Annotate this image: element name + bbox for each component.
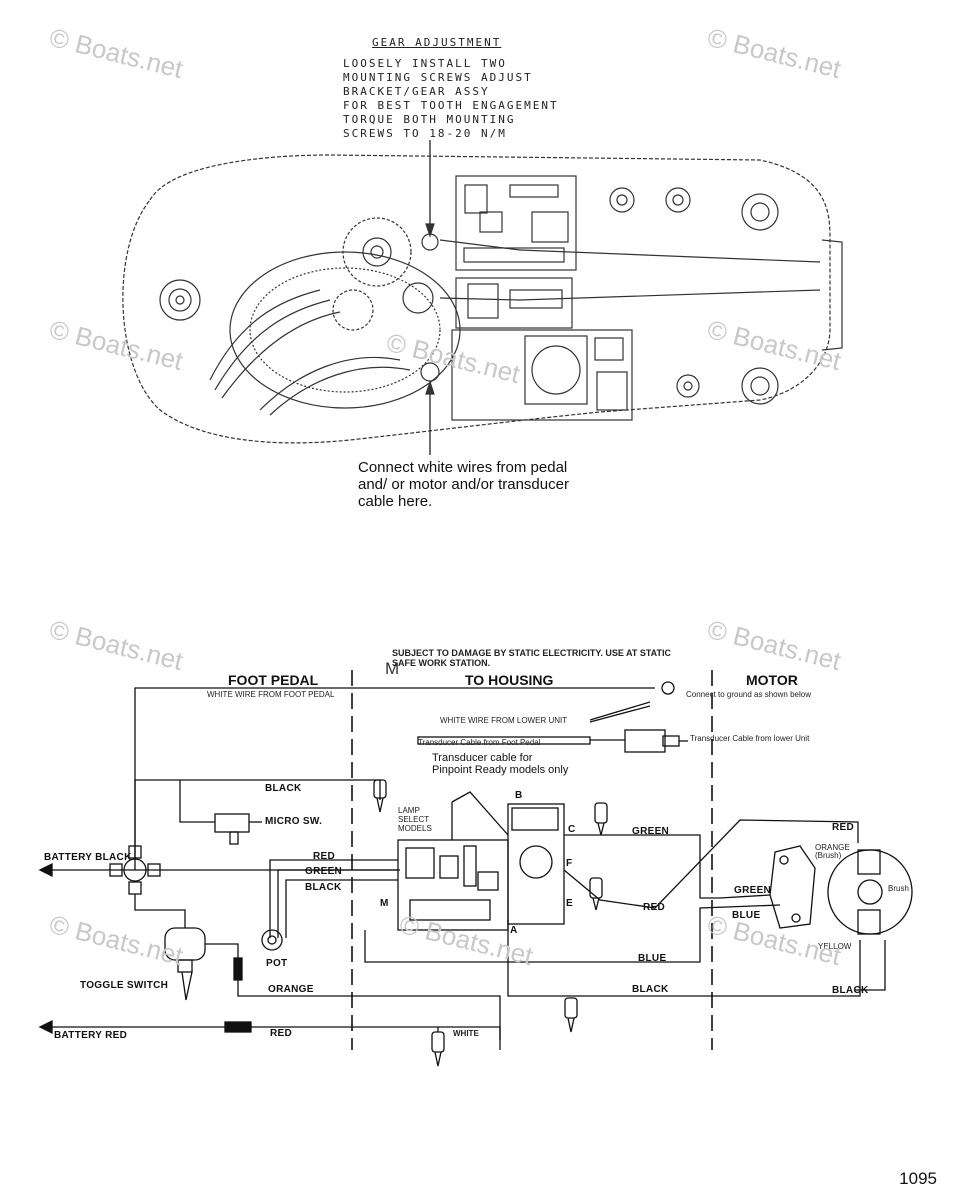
label-orange-brush: ORANGE (Brush)	[815, 843, 850, 860]
gear-adjustment-line: SCREWS TO 18-20 N/M	[343, 127, 507, 140]
gear-small	[332, 289, 374, 331]
label-battery-red: BATTERY RED	[54, 1030, 128, 1041]
terminal-f: F	[566, 858, 573, 869]
static-warning: SUBJECT TO DAMAGE BY STATIC ELECTRICITY.…	[392, 648, 672, 668]
wire-label-orange: ORANGE	[268, 984, 314, 995]
svg-text:M: M	[385, 659, 399, 678]
wire-label-red: RED	[270, 1028, 293, 1039]
terminal-c: C	[568, 824, 576, 835]
terminal-b: B	[515, 790, 523, 801]
gear-adjustment-line: FOR BEST TOOTH ENGAGEMENT	[343, 99, 559, 112]
wire-label-black: BLACK	[265, 783, 302, 794]
control-board	[455, 175, 577, 271]
page-number: 1095	[899, 1169, 937, 1188]
mount-hole	[665, 187, 691, 213]
wire-label-black: BLACK	[632, 984, 669, 995]
wire-label-red: RED	[832, 822, 855, 833]
mount-hole	[741, 193, 779, 231]
label-lamp-select: LAMP SELECT MODELS	[398, 806, 432, 833]
gear-inner	[362, 237, 392, 267]
housing-outline	[122, 154, 831, 444]
gear-adjustment-line: BRACKET/GEAR ASSY	[343, 85, 490, 98]
terminal-m: M	[380, 898, 389, 909]
wire-label-black: BLACK	[832, 985, 869, 996]
motor-bowl	[229, 251, 461, 409]
wire-label-black: BLACK	[305, 882, 342, 893]
wire-label-white: WHITE	[453, 1029, 479, 1038]
relay-board	[455, 277, 573, 329]
wire-label-green: GREEN	[632, 826, 670, 837]
wire-label-green: GREEN	[305, 866, 343, 877]
terminal-a: A	[510, 925, 518, 936]
mount-hole	[159, 279, 201, 321]
label-micro-sw: MICRO SW.	[265, 816, 323, 827]
label-transducer-foot-pedal: Transducer Cable from Foot Pedal	[418, 738, 541, 747]
connector-hub	[123, 858, 147, 882]
section-housing: TO HOUSING	[465, 672, 554, 688]
mount-hole	[609, 187, 635, 213]
section-motor: MOTOR	[746, 672, 798, 688]
label-connect-to-ground: Connect to ground as shown below	[686, 690, 811, 699]
mount-hole	[676, 374, 700, 398]
terminal-e: E	[566, 898, 573, 909]
label-pot: POT	[266, 958, 288, 969]
label-white-wire-foot-pedal: WHITE WIRE FROM FOOT PEDAL	[207, 690, 335, 699]
gear-adjustment-line: TORQUE BOTH MOUNTING	[343, 113, 516, 126]
wire-label-red: RED	[313, 851, 336, 862]
label-yellow: YELLOW	[818, 942, 852, 951]
power-board	[451, 329, 633, 421]
wire-label-red: RED	[643, 902, 666, 913]
potentiometer	[261, 929, 283, 951]
mount-hole	[741, 367, 779, 405]
label-transducer-lower-unit: Transducer Cable from lower Unit	[690, 734, 810, 743]
section-foot-pedal: FOOT PEDAL	[228, 672, 319, 688]
wire-label-blue: BLUE	[638, 953, 667, 964]
label-toggle-switch: TOGGLE SWITCH	[80, 980, 169, 991]
housing-nose	[821, 239, 843, 351]
label-transducer-note: Transducer cable for Pinpoint Ready mode…	[432, 752, 569, 776]
wire-label-blue: BLUE	[732, 910, 761, 921]
gear-adjustment-title: GEAR ADJUSTMENT	[372, 36, 502, 49]
connect-white-wires-note: Connect white wires from pedal and/ or m…	[358, 459, 569, 510]
label-white-wire-lower-unit: WHITE WIRE FROM LOWER UNIT	[440, 716, 568, 725]
relay-board	[507, 803, 565, 925]
wire-label-green: GREEN	[734, 885, 772, 896]
gear-adjustment-line: LOOSELY INSTALL TWO	[343, 57, 507, 70]
label-battery-black: BATTERY BLACK	[44, 852, 132, 863]
label-brush: Brush	[888, 884, 909, 893]
gear-adjustment-line: MOUNTING SCREWS ADJUST	[343, 71, 533, 84]
